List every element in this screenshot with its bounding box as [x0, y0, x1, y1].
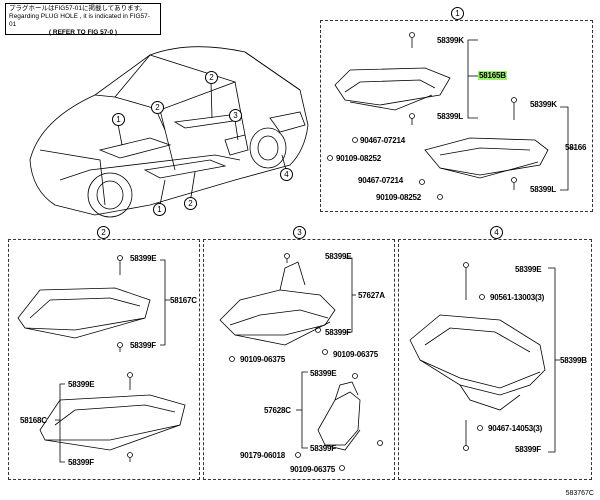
car-callout-3[interactable]: 3 — [229, 109, 242, 122]
part-58399E-b[interactable]: 58399E — [68, 380, 95, 389]
part-58399L[interactable]: 58399L — [437, 112, 463, 121]
part-58399L-b[interactable]: 58399L — [530, 185, 556, 194]
part-58399K[interactable]: 58399K — [437, 36, 464, 45]
part-58168C[interactable]: 58168C — [20, 416, 47, 425]
panel1-line-art — [327, 32, 575, 200]
plug-hole-note: プラグホールはFIG57-01に掲載してあります。 Regarding PLUG… — [5, 3, 161, 36]
part-58399K-b[interactable]: 58399K — [530, 100, 557, 109]
car-callout-2c[interactable]: 2 — [184, 197, 197, 210]
car-callout-2b[interactable]: 2 — [205, 71, 218, 84]
part-90109-06375-b[interactable]: 90109-06375 — [333, 350, 378, 359]
part-58167C[interactable]: 58167C — [170, 296, 197, 305]
part-90467-14053[interactable]: 90467-14053(3) — [488, 424, 543, 433]
note-line-en: Regarding PLUG HOLE , it is indicated in… — [9, 13, 150, 28]
part-58399E-p3-b[interactable]: 58399E — [310, 369, 337, 378]
part-90109-08252-b[interactable]: 90109-08252 — [376, 193, 421, 202]
panel2-line-art — [17, 255, 186, 463]
part-58399E-p3[interactable]: 58399E — [325, 252, 352, 261]
part-90467-07214[interactable]: 90467-07214 — [360, 136, 405, 145]
part-90109-06375-c[interactable]: 90109-06375 — [290, 465, 335, 474]
part-58399B[interactable]: 58399B — [560, 356, 587, 365]
car-callout-4[interactable]: 4 — [280, 168, 293, 181]
car-callout-2a[interactable]: 2 — [151, 101, 164, 114]
part-90467-07214-b[interactable]: 90467-07214 — [358, 176, 403, 185]
note-refer: ( REFER TO FIG 57-0 ) — [48, 29, 118, 36]
part-57627A[interactable]: 57627A — [358, 291, 385, 300]
part-58165B[interactable]: 58165B — [478, 71, 507, 80]
part-58166[interactable]: 58166 — [565, 143, 587, 152]
part-90109-06375-a[interactable]: 90109-06375 — [240, 355, 285, 364]
part-58399F-p3[interactable]: 58399F — [325, 328, 351, 337]
car-callout-1[interactable]: 1 — [112, 113, 125, 126]
part-90561-13003[interactable]: 90561-13003(3) — [490, 293, 545, 302]
part-58399F-p4[interactable]: 58399F — [515, 445, 541, 454]
panel4-number: 4 — [490, 226, 503, 239]
panel3-number: 3 — [293, 226, 306, 239]
part-90109-08252[interactable]: 90109-08252 — [336, 154, 381, 163]
part-58399E[interactable]: 58399E — [130, 254, 157, 263]
panel-1 — [320, 20, 593, 212]
panel1-number: 1 — [451, 7, 464, 20]
panel-3 — [203, 239, 395, 480]
car-callout-1b[interactable]: 1 — [153, 203, 166, 216]
panel4-line-art — [409, 262, 560, 453]
part-58399E-p4[interactable]: 58399E — [515, 265, 542, 274]
panel3-line-art — [219, 253, 383, 471]
figure-reference-code: 583767C — [565, 490, 594, 497]
panel-4 — [398, 239, 592, 480]
part-57628C[interactable]: 57628C — [264, 406, 291, 415]
part-58399F-b[interactable]: 58399F — [68, 458, 94, 467]
part-58399F-p3-b[interactable]: 58399F — [310, 444, 336, 453]
part-58399F[interactable]: 58399F — [130, 341, 156, 350]
part-90179-06018[interactable]: 90179-06018 — [240, 451, 285, 460]
panel-2 — [8, 239, 200, 480]
panel2-number: 2 — [97, 226, 110, 239]
note-line-jp: プラグホールはFIG57-01に掲載してあります。 — [9, 5, 146, 12]
car-illustration — [29, 46, 309, 218]
